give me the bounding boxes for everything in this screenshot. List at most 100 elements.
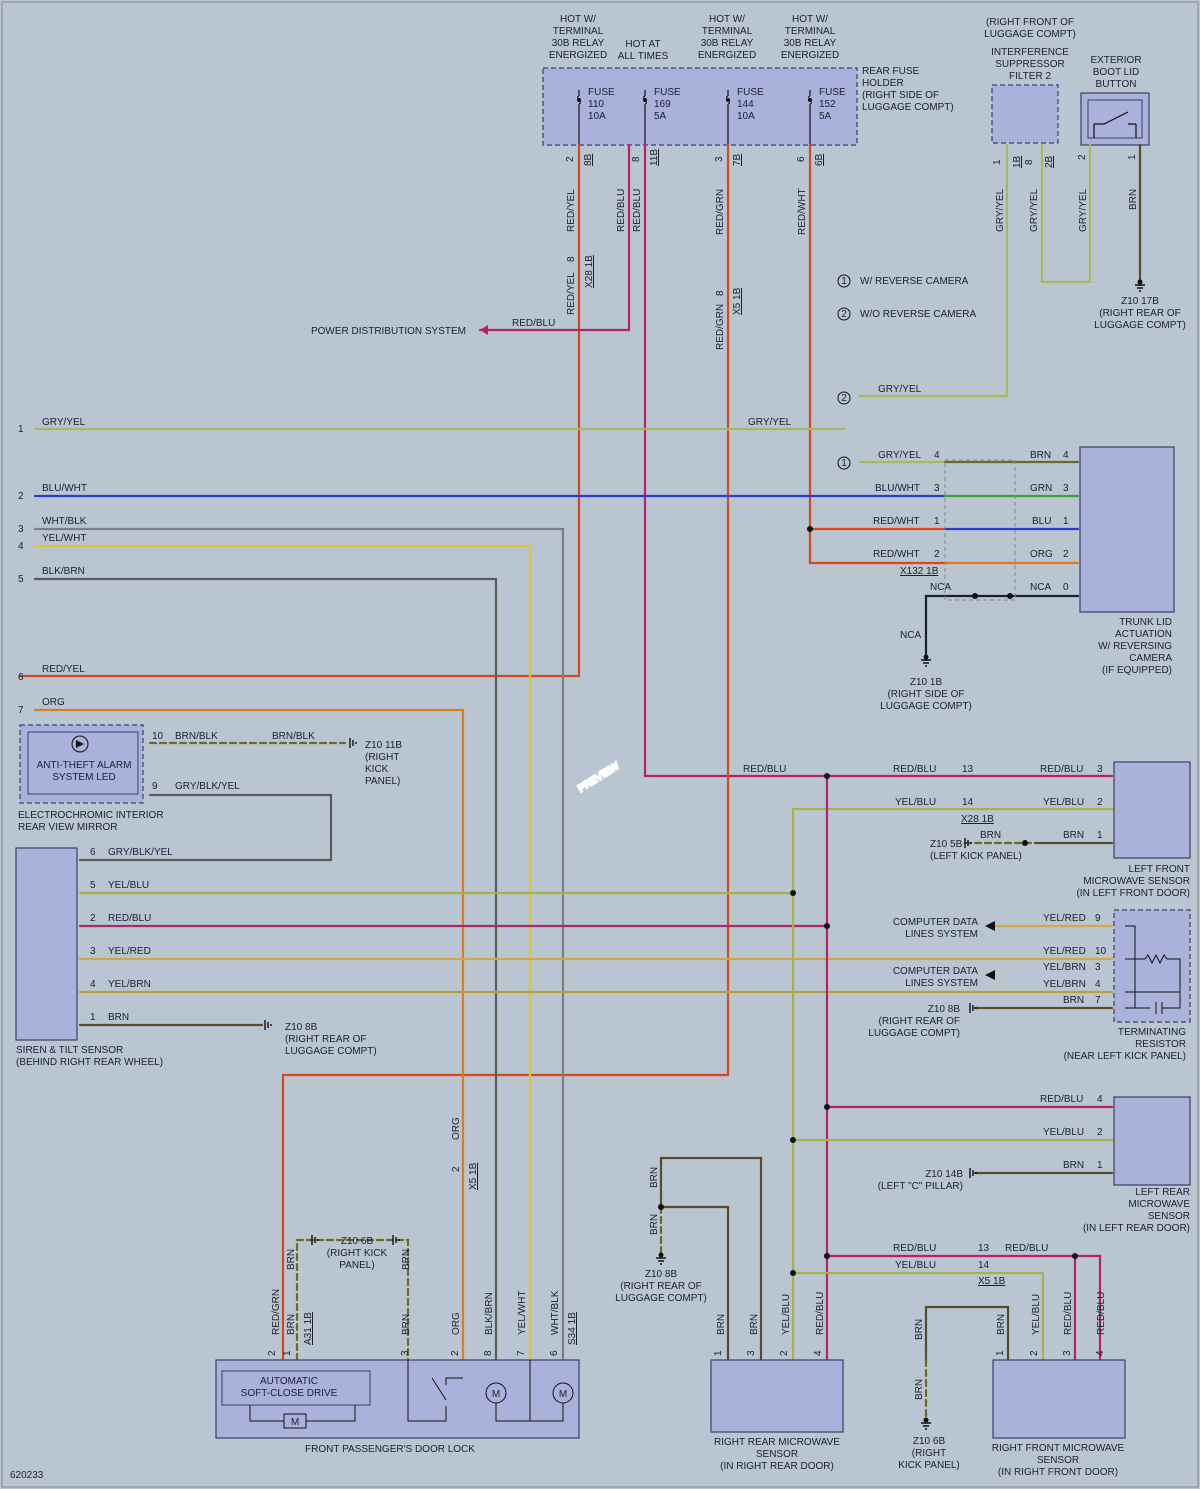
junction-dot bbox=[824, 923, 830, 929]
switch-icon bbox=[1093, 111, 1137, 138]
wire-red-wht-fuse152 bbox=[808, 143, 947, 565]
x5-pin: 8 bbox=[715, 290, 726, 296]
lf-wire-yel-blu: YEL/BLU bbox=[895, 797, 936, 808]
junction-dot bbox=[658, 1204, 664, 1210]
lf-pin: 3 bbox=[1097, 764, 1103, 775]
junction-dot bbox=[1072, 1253, 1078, 1259]
wire-label-gry-yel-1: GRY/YEL bbox=[995, 188, 1006, 232]
rr-pin: 4 bbox=[813, 1350, 824, 1356]
boot-button-inner bbox=[1087, 99, 1143, 139]
ground-dot bbox=[1137, 279, 1143, 285]
junction-dot bbox=[790, 1270, 796, 1276]
wire-label-red-wht: RED/WHT bbox=[797, 188, 808, 235]
wire-red-grn-fuse144 bbox=[281, 143, 730, 1362]
ground-icon bbox=[349, 738, 357, 748]
wire-label-gry-blk-yel: GRY/BLK/YEL bbox=[175, 781, 240, 792]
tr-wire-yel-brn-2: YEL/BRN bbox=[1043, 979, 1086, 990]
wire-label-red-blu-pdist: RED/BLU bbox=[512, 318, 555, 329]
rr-wire-yel-blu: YEL/BLU bbox=[781, 1294, 792, 1335]
siren-wire-label: YEL/BLU bbox=[108, 880, 149, 891]
ground-dot bbox=[923, 1417, 929, 1423]
wire-label-row2: BLU/WHT bbox=[42, 483, 87, 494]
x28-connector-lf: X28 1B bbox=[961, 814, 994, 825]
wire-label-row7: ORG bbox=[42, 697, 65, 708]
tr-pin: 3 bbox=[1095, 962, 1101, 973]
wire-gry-yel-boot bbox=[1040, 143, 1092, 284]
wire-label-red-blu-2: RED/BLU bbox=[632, 189, 643, 232]
ground-icon bbox=[264, 1020, 272, 1030]
tr-pin: 7 bbox=[1095, 995, 1101, 1006]
wire-label-red-yel-lower: RED/YEL bbox=[566, 272, 577, 315]
dl-wire-org-2: ORG bbox=[451, 1117, 462, 1140]
door-lock-pin: 8 bbox=[483, 1350, 494, 1356]
lf-conn-pin-13: 13 bbox=[962, 764, 974, 775]
row-pin-7: 7 bbox=[18, 705, 24, 716]
siren-wire-label: YEL/RED bbox=[108, 946, 151, 957]
lr-pin: 2 bbox=[1097, 1127, 1103, 1138]
rf-wire-yel-blu: YEL/BLU bbox=[895, 1260, 936, 1271]
power-distribution-label: POWER DISTRIBUTION SYSTEM bbox=[311, 326, 466, 337]
tr-wire-brn: BRN bbox=[1063, 995, 1084, 1006]
camera-right-pin: 1 bbox=[1063, 516, 1069, 527]
rf-wire-brn: BRN bbox=[914, 1319, 925, 1340]
fuse-pin-110: 2 bbox=[565, 156, 576, 162]
rr-pin: 2 bbox=[779, 1350, 790, 1356]
siren-pin-1: 1 bbox=[90, 1012, 96, 1023]
fuse-conn-144: 7B bbox=[732, 153, 743, 166]
wire-label-brn: BRN bbox=[1128, 189, 1139, 210]
wire-lf-yel-blu bbox=[791, 807, 1114, 895]
door-lock-pin: 7 bbox=[516, 1350, 527, 1356]
x5-connector: X5 1B bbox=[732, 287, 743, 315]
boot-button-pin-2: 2 bbox=[1077, 154, 1088, 160]
row-pin-2: 2 bbox=[18, 491, 24, 502]
wire-rf-red-blu bbox=[825, 1254, 1102, 1362]
rf-wire-red-blu-v: RED/BLU bbox=[1063, 1292, 1074, 1335]
motor-circuit bbox=[495, 1360, 564, 1422]
junction-dot bbox=[824, 773, 830, 779]
x132-connector: X132 1B bbox=[900, 566, 939, 577]
x5-connector-rf: X5 1B bbox=[978, 1276, 1006, 1287]
siren-pin-6: 6 bbox=[90, 847, 96, 858]
junction-dot bbox=[1022, 840, 1028, 846]
rr-wire-brn-c: BRN bbox=[716, 1314, 727, 1335]
door-lock-pin: 2 bbox=[450, 1350, 461, 1356]
resistor-icon bbox=[1125, 925, 1181, 1014]
dl-wire-brn-3: BRN bbox=[401, 1249, 412, 1270]
camera-left-pin: 1 bbox=[934, 516, 940, 527]
lr-wire-yel-blu: YEL/BLU bbox=[1043, 1127, 1084, 1138]
motor-icon: M bbox=[291, 1417, 299, 1428]
camera-right-pin: 2 bbox=[1063, 549, 1069, 560]
door-lock-pin: 1 bbox=[282, 1350, 293, 1356]
siren-wire-label: GRY/BLK/YEL bbox=[108, 847, 173, 858]
wire-label-row5: BLK/BRN bbox=[42, 566, 85, 577]
siren-name: SIREN & TILT SENSOR(BEHIND RIGHT REAR WH… bbox=[16, 1045, 163, 1068]
wire-label-blu-wht: BLU/WHT bbox=[875, 483, 920, 494]
arrow-icon bbox=[985, 970, 995, 980]
legend-marker bbox=[837, 274, 851, 288]
wire-label-row4: YEL/WHT bbox=[42, 533, 86, 544]
lf-pin: 2 bbox=[1097, 797, 1103, 808]
boot-button-pin-1: 1 bbox=[1127, 154, 1138, 160]
wire-red-blu-fuse169 bbox=[643, 143, 1114, 778]
lf-wire-yel-blu-2: YEL/BLU bbox=[1043, 797, 1084, 808]
rf-wire-red-blu: RED/BLU bbox=[893, 1243, 936, 1254]
wire-row3-wht-blk bbox=[33, 527, 565, 1362]
camera-left-pin: 3 bbox=[934, 483, 940, 494]
